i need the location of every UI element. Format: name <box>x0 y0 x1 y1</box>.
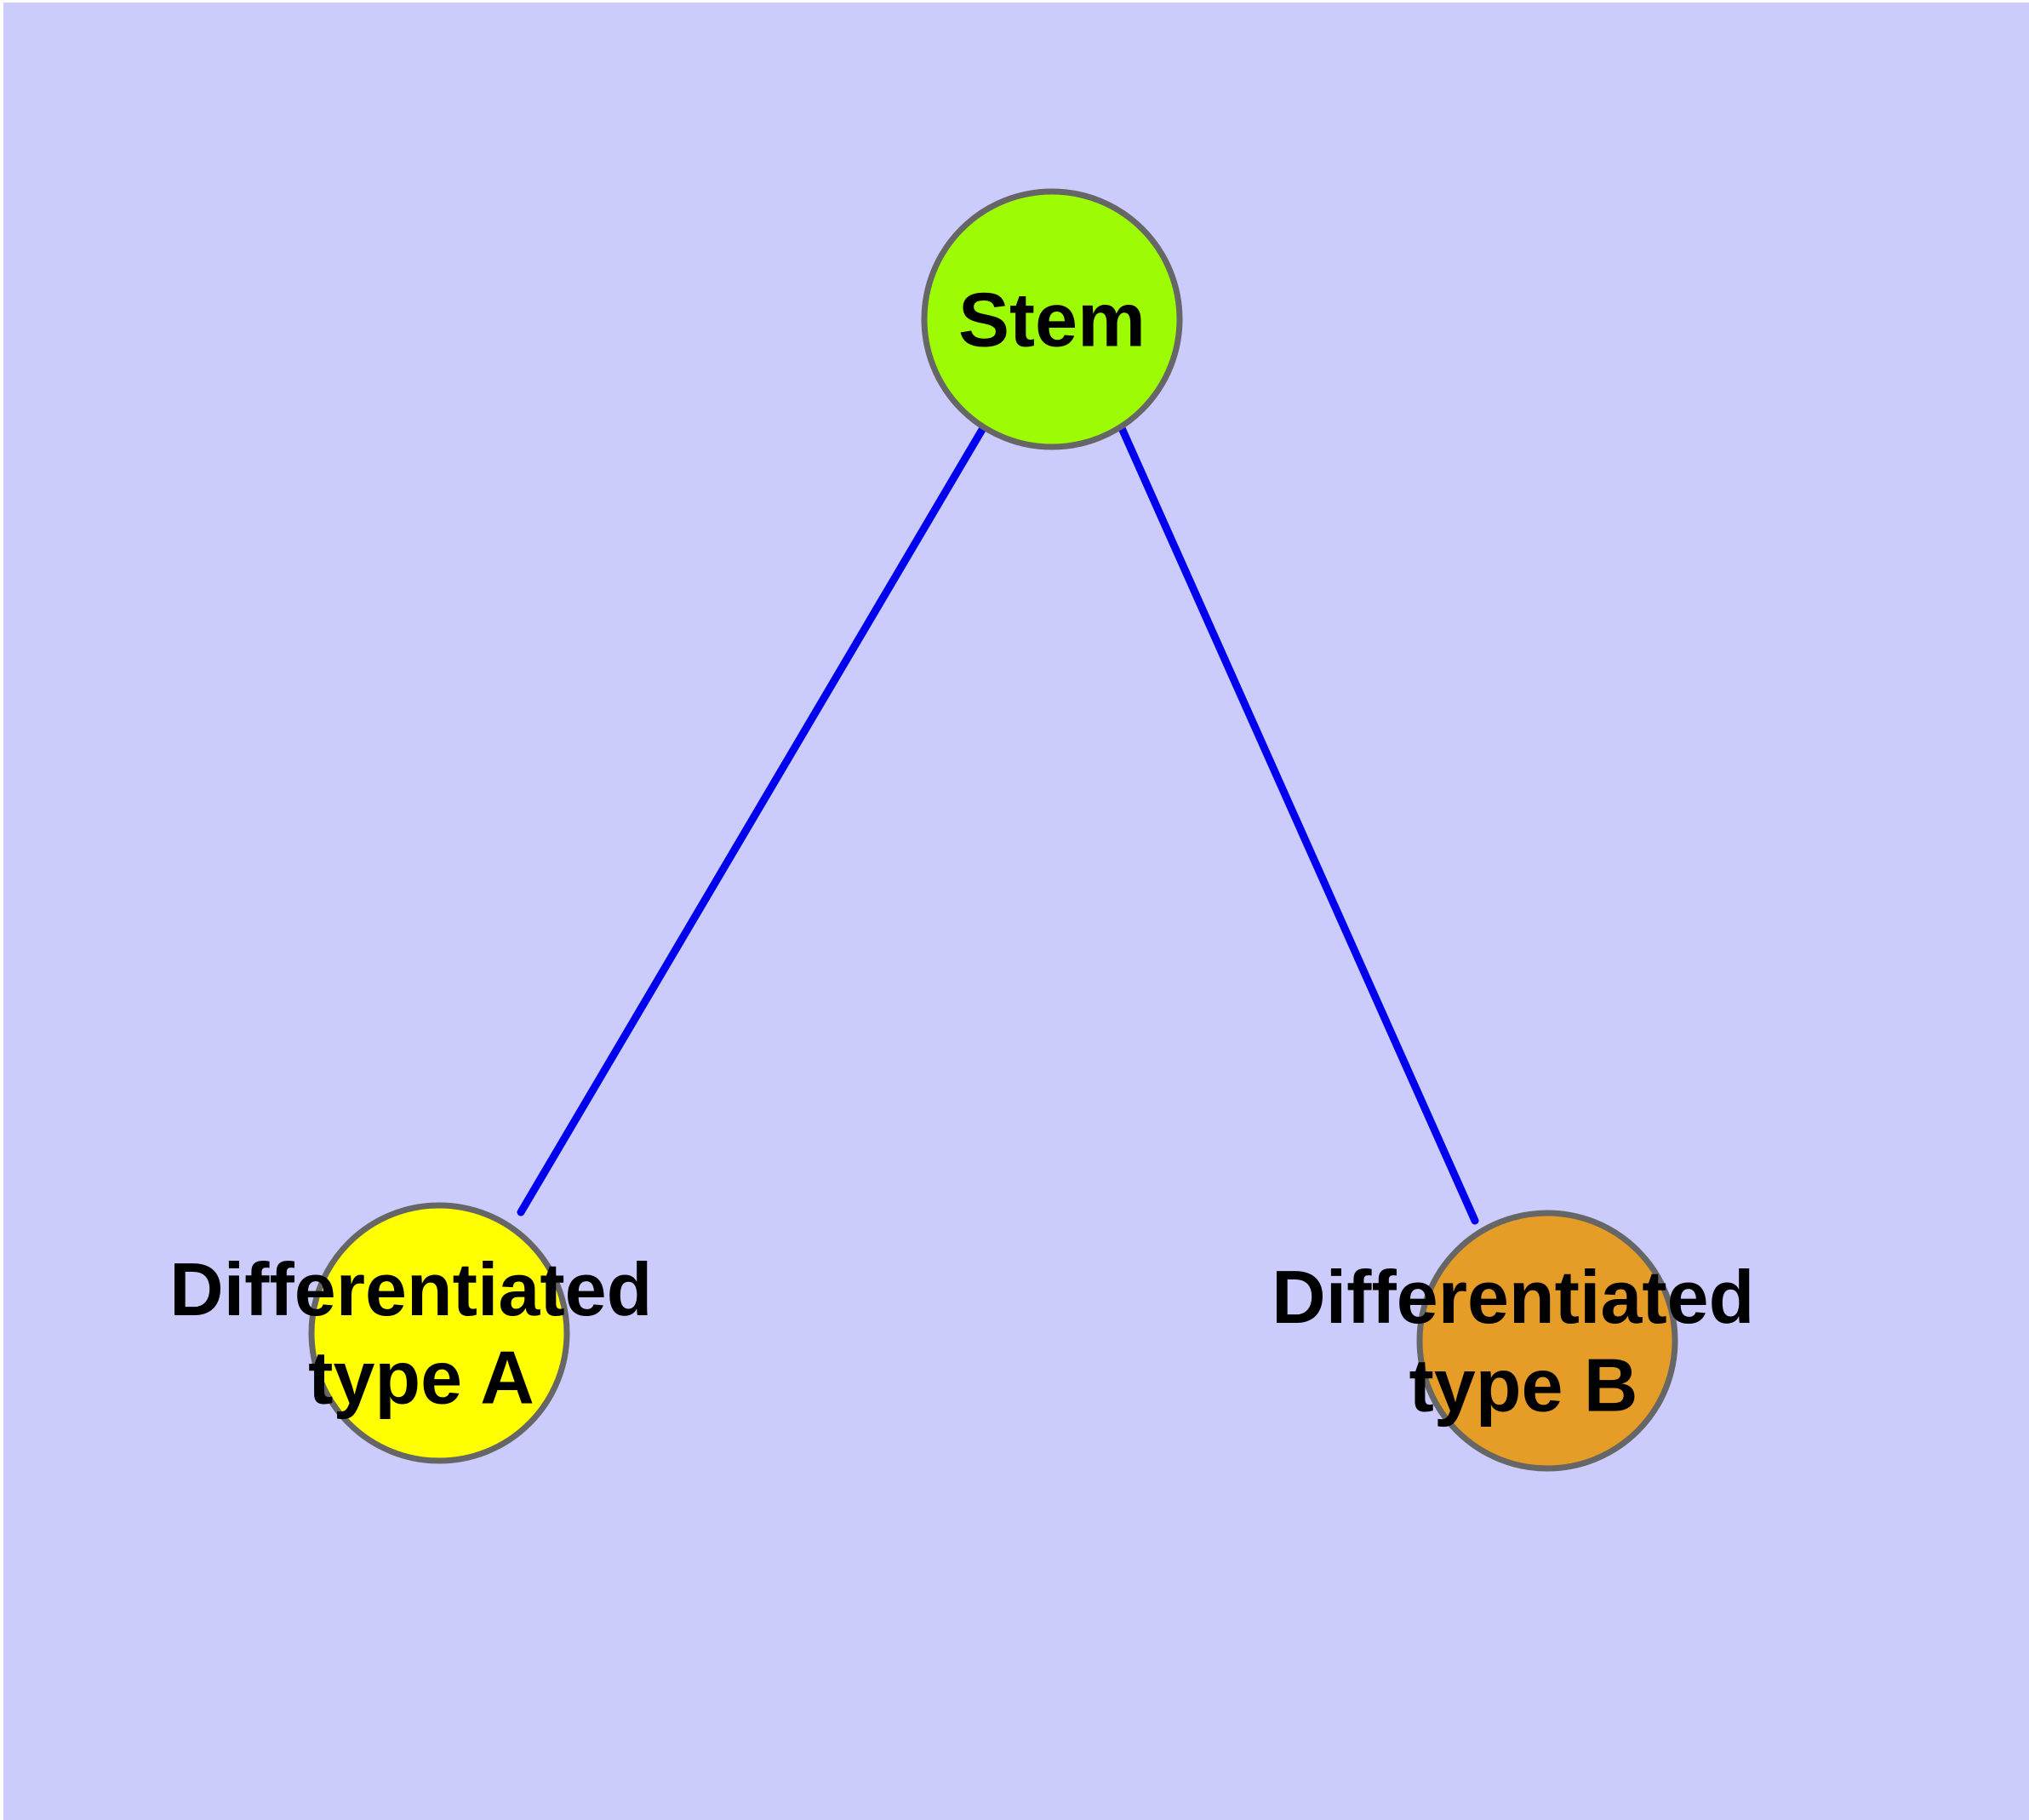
node-diff-b-circle[interactable] <box>1416 1210 1678 1472</box>
edge-stem-to-diff-a[interactable] <box>517 424 987 1216</box>
label-layer: Stem Differentiated type A Differentiate… <box>169 278 1775 1428</box>
node-diff-a-label-line-2: type A <box>308 1336 534 1420</box>
edge-layer <box>517 424 1479 1225</box>
node-diff-b-label-line-2: type B <box>1409 1343 1638 1428</box>
node-diff-a-circle[interactable] <box>308 1202 570 1464</box>
node-stem-circle[interactable] <box>921 188 1183 450</box>
node-stem-label: Stem <box>958 278 1146 363</box>
edge-stem-to-diff-b[interactable] <box>1117 424 1479 1225</box>
node-diff-b-label-line-1: Differentiated <box>1272 1255 1754 1339</box>
node-diff-a[interactable] <box>308 1202 570 1464</box>
node-diff-b[interactable] <box>1416 1210 1678 1472</box>
node-layer <box>308 188 1678 1472</box>
node-diff-a-label: Differentiated type A <box>169 1247 673 1420</box>
node-diff-a-label-line-1: Differentiated <box>169 1247 652 1331</box>
node-diff-b-label: Differentiated type B <box>1272 1255 1775 1428</box>
node-stem[interactable] <box>921 188 1183 450</box>
node-stem-label-line-1: Stem <box>958 278 1146 363</box>
